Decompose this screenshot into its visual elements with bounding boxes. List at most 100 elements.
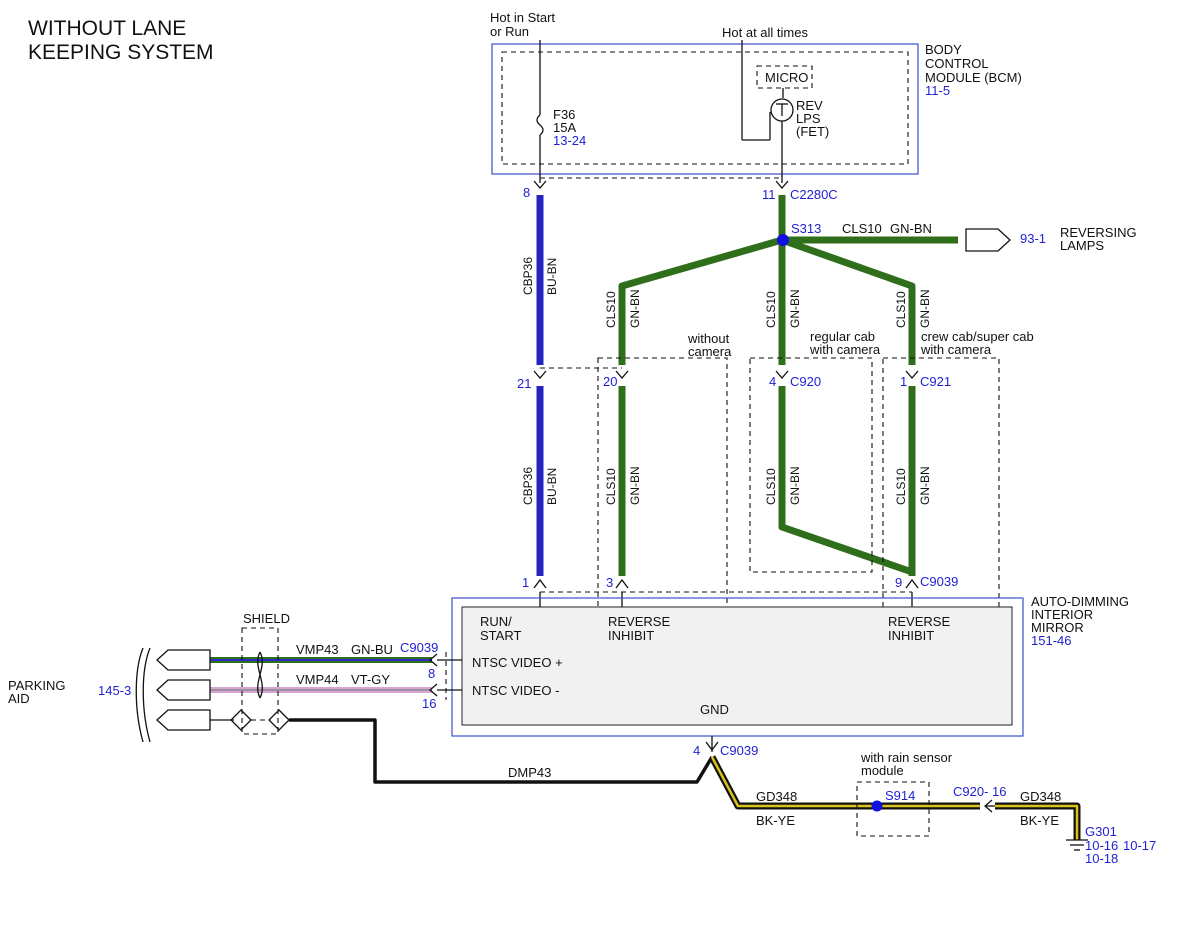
regular-cab-option-box xyxy=(749,357,873,573)
mirror-pin-1: 1 xyxy=(522,575,529,590)
mid-pin-20: 20 xyxy=(603,374,617,389)
rain-sensor-label-2: module xyxy=(861,763,904,778)
parking-aid-connector-icon xyxy=(156,709,211,731)
bcm-module-box xyxy=(491,43,919,175)
parking-aid-connector-icon xyxy=(156,679,211,701)
cls10-label-horizontal: CLS10 xyxy=(842,221,882,236)
connector-arrow-icon xyxy=(429,653,438,667)
power-start-run-2: or Run xyxy=(490,24,529,39)
fet-label-3: (FET) xyxy=(796,124,829,139)
without-camera-option-box xyxy=(597,357,728,669)
mirror-module-box xyxy=(461,606,1013,726)
micro-label: MICRO xyxy=(765,70,808,85)
cls10-wire-branch-left xyxy=(618,236,783,365)
fet-label-1: REV xyxy=(796,98,823,113)
bcm-ref-link[interactable]: 11-5 xyxy=(925,83,950,98)
run-start-label-1: RUN/ xyxy=(480,614,512,629)
bcm-inner-dashed xyxy=(501,51,909,165)
cbp36-label-upper: CBP36 xyxy=(521,257,535,295)
crew-cab-label-1: crew cab/super cab xyxy=(921,329,1034,344)
connector-arrow-icon xyxy=(533,370,547,379)
without-camera-label-1: without xyxy=(687,331,730,346)
gn-bn-label: GN-BN xyxy=(788,289,802,328)
connector-arrow-icon xyxy=(905,370,919,379)
c9039-video-connector-label[interactable]: C9039 xyxy=(400,640,438,655)
parking-aid-label-2: AID xyxy=(8,691,30,706)
c9039-gnd-connector-label[interactable]: C9039 xyxy=(720,743,758,758)
cls10-label: CLS10 xyxy=(764,468,778,505)
video-pin-16: 16 xyxy=(422,696,436,711)
splice-s313-label: S313 xyxy=(791,221,821,236)
cls10-label: CLS10 xyxy=(604,468,618,505)
dmp43-wire xyxy=(289,718,714,784)
rain-sensor-label-1: with rain sensor xyxy=(860,750,953,765)
ground-ref-link-2[interactable]: 10-17 xyxy=(1123,838,1156,853)
gn-bn-label: GN-BN xyxy=(918,466,932,505)
reversing-lamps-connector-icon xyxy=(965,228,1011,252)
splice-s313-dot xyxy=(777,234,789,246)
gnd-pin-4: 4 xyxy=(693,743,700,758)
shield-box xyxy=(241,627,279,735)
fuse-rating: 15A xyxy=(553,120,576,135)
mirror-label-3: MIRROR xyxy=(1031,620,1084,635)
bcm-pin-11: 11 xyxy=(762,187,776,202)
connector-arrow-icon xyxy=(905,578,919,589)
c920-connector-label[interactable]: C920 xyxy=(790,374,821,389)
micro-box xyxy=(756,65,813,89)
reverse-inhibit-label-2: INHIBIT xyxy=(888,628,934,643)
reverse-inhibit-label-1: REVERSE xyxy=(888,614,950,629)
gn-bn-label: GN-BN xyxy=(628,289,642,328)
vmp43-label: VMP43 xyxy=(296,642,339,657)
diagram-title-line2: KEEPING SYSTEM xyxy=(28,41,214,64)
mid-pin-1: 1 xyxy=(900,374,907,389)
mirror-pin-3: 3 xyxy=(606,575,613,590)
vt-gy-label: VT-GY xyxy=(351,672,390,687)
ground-g301-label: G301 xyxy=(1085,824,1117,839)
shield-drain-icon xyxy=(268,709,290,731)
reversing-lamps-label-1: REVERSING xyxy=(1060,225,1137,240)
reversing-lamps-ref-link[interactable]: 93-1 xyxy=(1020,231,1046,246)
connector-arrow-icon xyxy=(615,578,629,589)
connector-arrow-icon xyxy=(705,741,719,752)
regular-cab-label-1: regular cab xyxy=(810,329,875,344)
splice-s914-label: S914 xyxy=(885,788,915,803)
regular-cab-label-2: with camera xyxy=(809,342,881,357)
bk-ye-label: BK-YE xyxy=(1020,813,1059,828)
ground-ref-link-3[interactable]: 10-18 xyxy=(1085,851,1118,866)
bcm-pin-8: 8 xyxy=(523,185,530,200)
power-start-run-1: Hot in Start xyxy=(490,10,555,25)
shield-label: SHIELD xyxy=(243,611,290,626)
c9039-connector-label[interactable]: C9039 xyxy=(920,574,958,589)
bu-bn-label-upper: BU-BN xyxy=(545,258,559,295)
video-pin-8: 8 xyxy=(428,666,435,681)
vmp44-label: VMP44 xyxy=(296,672,339,687)
c921-connector-label[interactable]: C921 xyxy=(920,374,951,389)
mid-pin-21: 21 xyxy=(517,376,531,391)
c920-16-connector-label[interactable]: C920- 16 xyxy=(953,784,1006,799)
mirror-pin-9: 9 xyxy=(895,575,902,590)
mirror-label-1: AUTO-DIMMING xyxy=(1031,594,1129,609)
fuse-ref-link[interactable]: 13-24 xyxy=(553,133,586,148)
parking-aid-ref-link[interactable]: 145-3 xyxy=(98,683,131,698)
cls10-label: CLS10 xyxy=(894,468,908,505)
connector-arrow-icon xyxy=(533,180,547,189)
mid-pin-4: 4 xyxy=(769,374,776,389)
c2280c-connector-label[interactable]: C2280C xyxy=(790,187,838,202)
ntsc-video-plus-label: NTSC VIDEO + xyxy=(472,655,563,670)
splice-s914-dot xyxy=(871,800,883,812)
cls10-wire-branch-right xyxy=(780,236,916,365)
gd348-label: GD348 xyxy=(756,789,797,804)
gn-bn-label: GN-BN xyxy=(788,466,802,505)
gnd-label: GND xyxy=(700,702,729,717)
connector-arrow-icon xyxy=(429,683,438,697)
cls10-label: CLS10 xyxy=(894,291,908,328)
gn-bn-label: GN-BN xyxy=(918,289,932,328)
mirror-ref-link[interactable]: 151-46 xyxy=(1031,633,1071,648)
cls10-wire-regular-cab xyxy=(778,386,914,576)
cbp36-label-lower: CBP36 xyxy=(521,467,535,505)
cls10-label: CLS10 xyxy=(764,291,778,328)
ground-ref-link-1[interactable]: 10-16 xyxy=(1085,838,1118,853)
bk-ye-label: BK-YE xyxy=(756,813,795,828)
gd348-label: GD348 xyxy=(1020,789,1061,804)
